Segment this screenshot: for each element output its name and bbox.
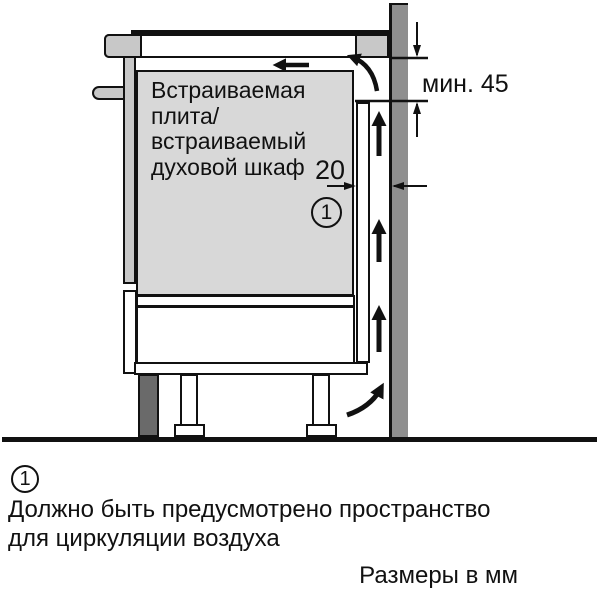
cabinet-side-panel-upper bbox=[123, 56, 136, 284]
cabinet-leg-rear-foot bbox=[306, 424, 337, 437]
plinth-panel bbox=[138, 374, 159, 437]
footnote-marker-badge: 1 bbox=[11, 465, 39, 493]
floor-line bbox=[2, 437, 597, 442]
airflow-curve-bottom-icon bbox=[346, 382, 384, 418]
worktop-rear-edge bbox=[355, 34, 389, 58]
callout-1-number: 1 bbox=[320, 200, 333, 224]
units-label: Размеры в мм bbox=[359, 562, 518, 589]
oven-handle bbox=[92, 86, 125, 100]
footnote-text-line: для циркуляции воздуха bbox=[8, 525, 280, 552]
appliance-label-line: Встраиваемая bbox=[151, 77, 306, 103]
airflow-curve-top-icon bbox=[346, 53, 380, 92]
appliance-label-line: духовой шкаф bbox=[151, 153, 305, 180]
hob-surface bbox=[131, 30, 389, 35]
cabinet-leg-front-stem bbox=[180, 374, 198, 426]
cabinet-leg-rear-stem bbox=[312, 374, 330, 426]
appliance-label: Встраиваемая плита/ встраиваемый духовой… bbox=[138, 72, 352, 180]
worktop-front-edge bbox=[104, 34, 142, 58]
appliance-label-line: встраиваемый bbox=[151, 128, 307, 154]
worktop bbox=[104, 34, 389, 58]
cabinet-back-panel bbox=[356, 102, 370, 363]
wall-panel bbox=[389, 3, 408, 437]
appliance-box: Встраиваемая плита/ встраиваемый духовой… bbox=[136, 70, 354, 296]
footnote-marker-number: 1 bbox=[19, 467, 31, 490]
dim-label-20: 20 bbox=[315, 155, 346, 185]
cabinet-leg-front-foot bbox=[174, 424, 205, 437]
appliance-label-line: плита/ bbox=[151, 102, 220, 129]
footnote-text: Должно быть предусмотрено пространство д… bbox=[8, 495, 568, 553]
footnote-text-line: Должно быть предусмотрено пространство bbox=[8, 496, 491, 523]
cabinet-base-plate bbox=[134, 362, 368, 375]
callout-1-badge: 1 bbox=[311, 197, 342, 228]
cabinet-drawer bbox=[136, 306, 355, 364]
dim-label-min45: мин. 45 bbox=[422, 70, 509, 98]
